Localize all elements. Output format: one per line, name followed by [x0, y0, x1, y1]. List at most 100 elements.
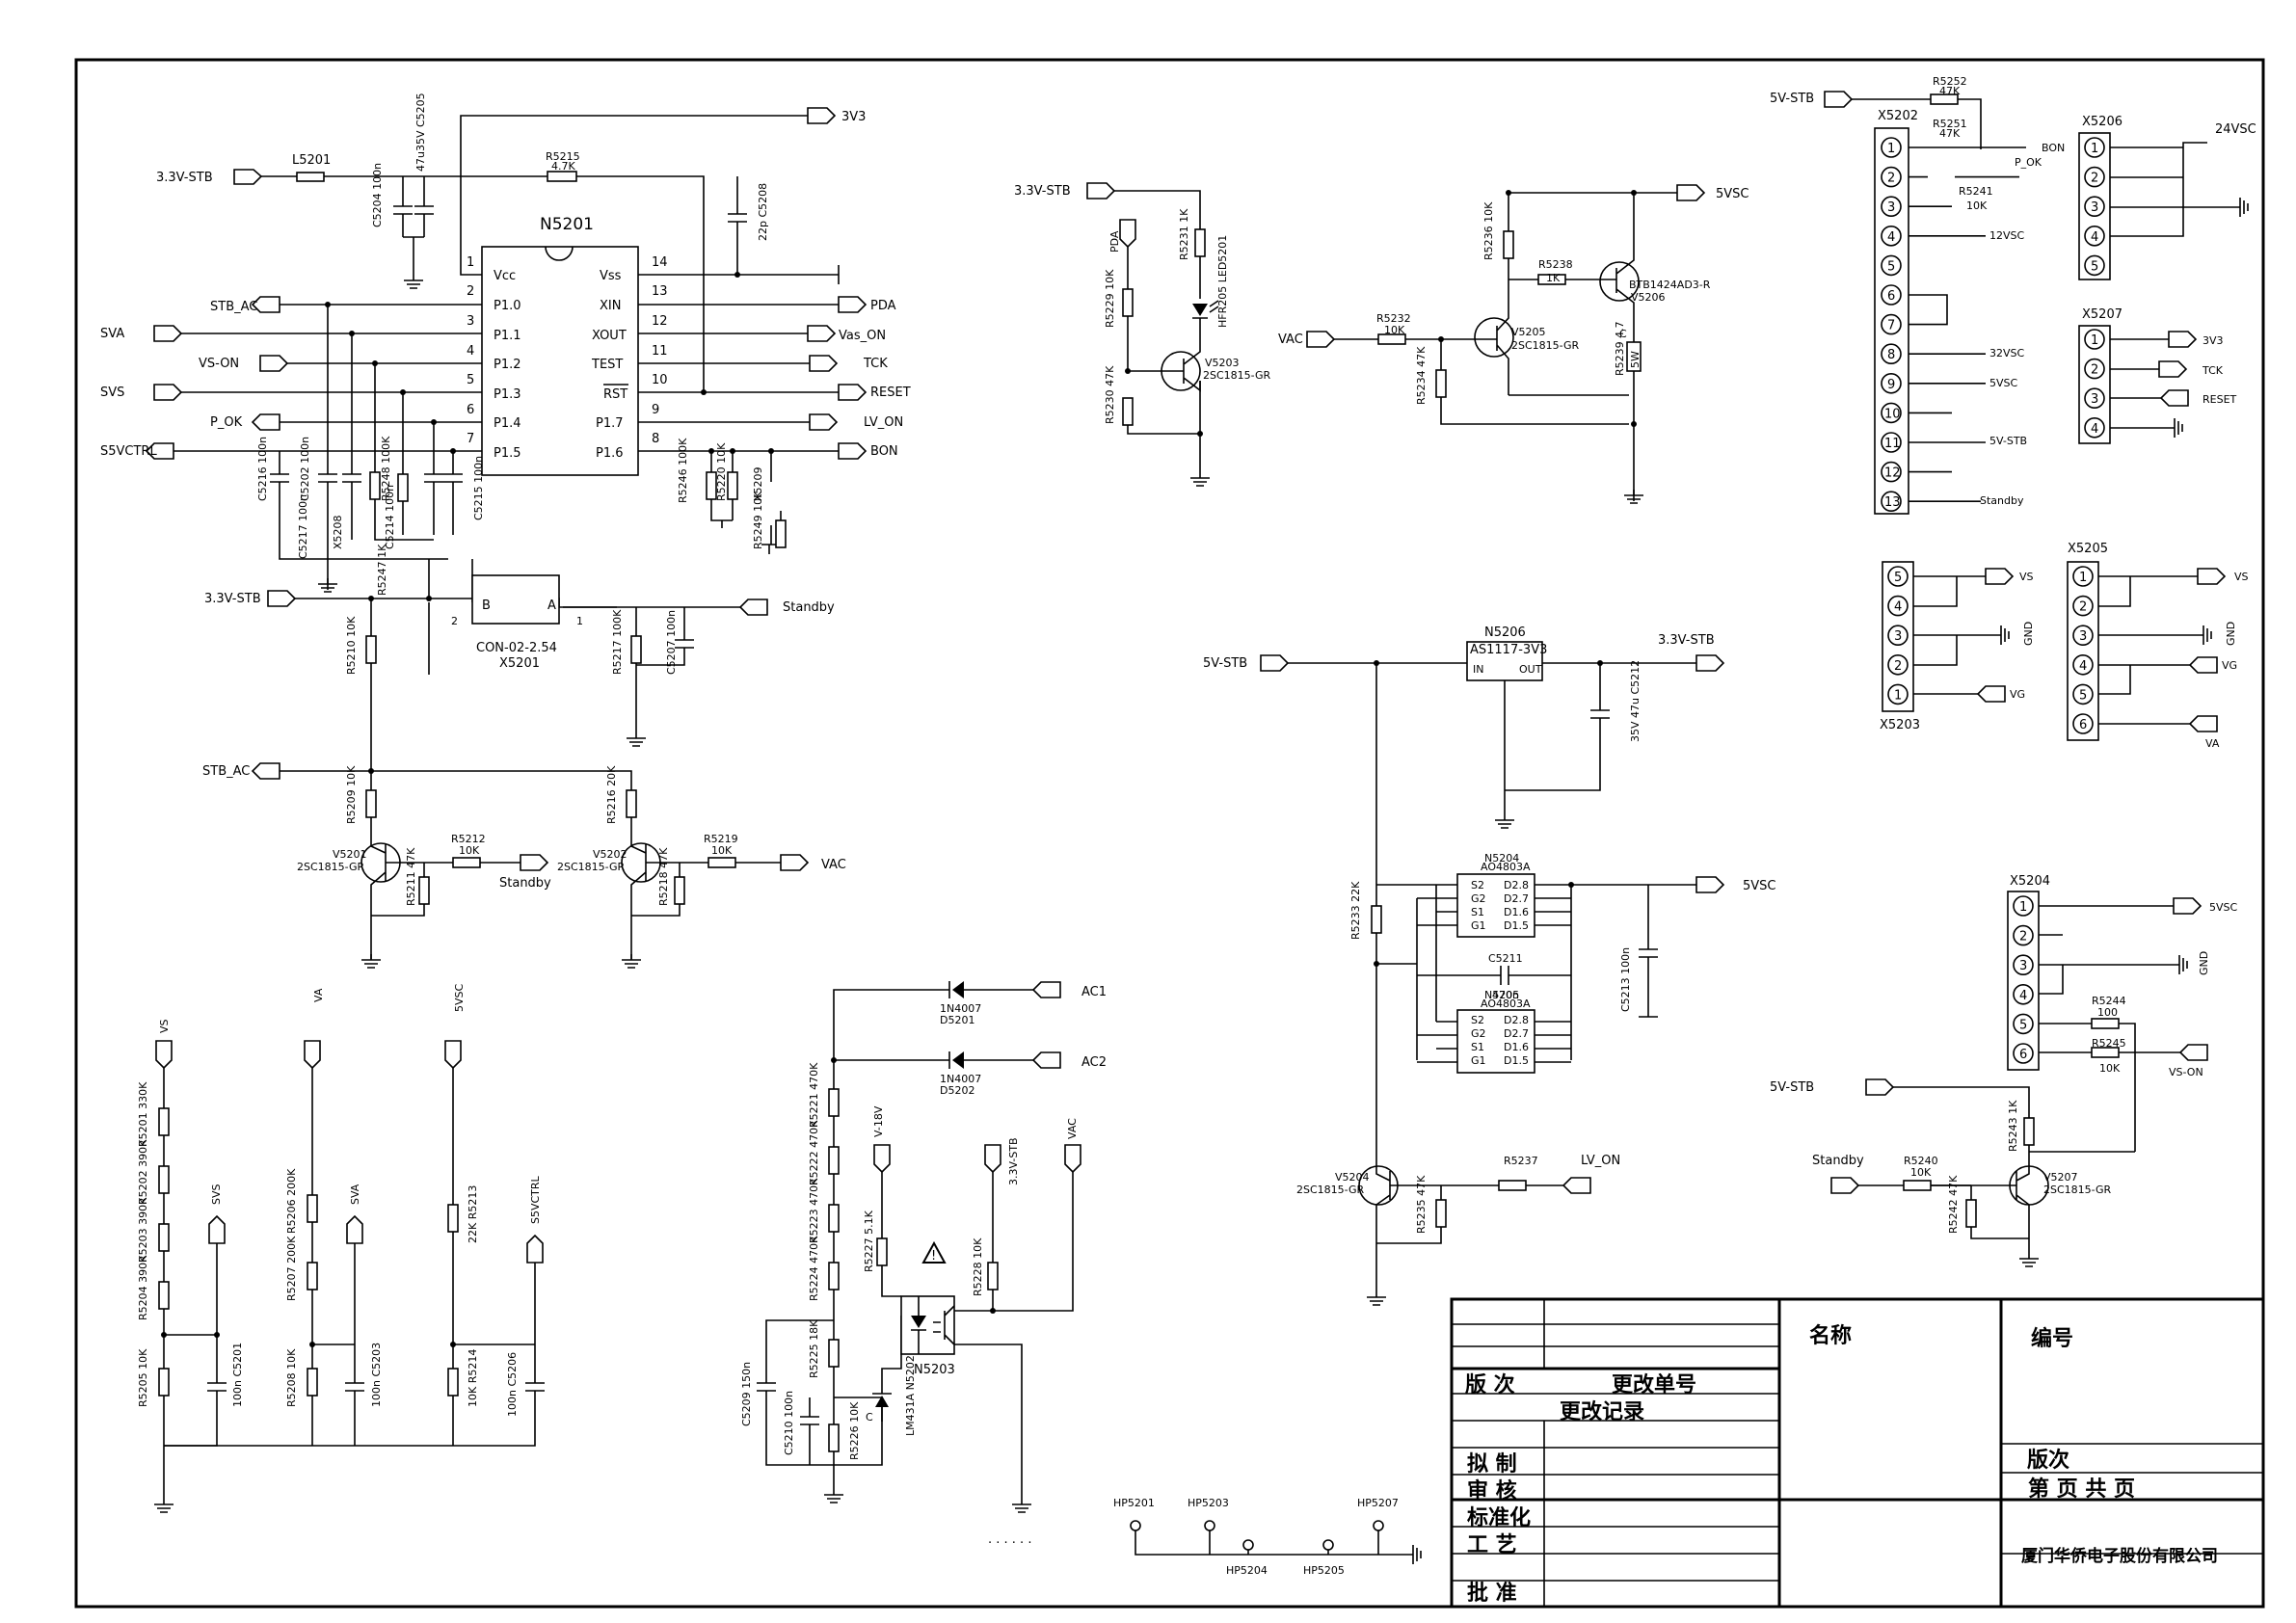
r5213-label: 22K R5213: [467, 1185, 479, 1243]
ldo-chip: [1466, 641, 1543, 681]
r5207-label: R5207 200K: [285, 1236, 298, 1301]
net-s5vctrl: S5VCTRL: [100, 444, 157, 459]
r5238-value: 1K: [1546, 272, 1561, 284]
tb-approve: 批 准: [1467, 1581, 1517, 1606]
v5202-part: 2SC1815-GR: [557, 861, 626, 873]
pin-num: 14: [652, 255, 668, 270]
x5202-label-standby: Standby: [1980, 494, 2024, 507]
c5211-value: 470n: [1492, 989, 1519, 1001]
c5202-label: C5202 100n: [299, 437, 311, 501]
tb-process: 工 艺: [1467, 1532, 1517, 1557]
net-tck: TCK: [863, 357, 888, 371]
connector-pin-number: 3: [2091, 392, 2098, 407]
rail-5vsc: 5VSC: [453, 983, 466, 1012]
tb-change-log: 更改记录: [1560, 1399, 1644, 1424]
connector-pin: [2084, 358, 2105, 380]
r5251-value: 47K: [1939, 127, 1961, 140]
r5234-label: R5234 47K: [1415, 346, 1428, 405]
ldo-pin-out: OUT: [1519, 663, 1542, 676]
mosfet-pin: S2: [1471, 1014, 1484, 1026]
r5249-label: R5249 10K: [752, 491, 764, 549]
divider-block: VS R5201 330K R5202 390K R5203 390K R520…: [137, 983, 545, 1513]
pin-p17: P1.7: [596, 416, 624, 431]
connector-pin-number: 1: [2091, 333, 2098, 348]
x5209-label: X5209: [752, 466, 764, 501]
tb-name: 名称: [1809, 1323, 1852, 1348]
x5205-name: X5205: [2068, 542, 2108, 556]
r5219-value: 10K: [711, 844, 733, 857]
connector-pin-number: 5: [2079, 688, 2087, 703]
connector-pin: [2072, 595, 2094, 617]
v5205-part: 2SC1815-GR: [1511, 339, 1580, 352]
mosfet-pin: D1.6: [1504, 1041, 1529, 1053]
connector-pin-number: 3: [1887, 200, 1895, 215]
c5206-label: 100n C5206: [506, 1352, 519, 1417]
connector-pin-number: 1: [2091, 142, 2098, 156]
connector-pin-number: 3: [1894, 629, 1902, 644]
tb-page: 第 页 共 页: [2028, 1477, 2135, 1502]
mosfet-pin: D2.8: [1504, 1014, 1529, 1026]
v5202-label: V5202: [593, 848, 627, 861]
connector-pin: [2013, 954, 2034, 976]
x5204-name: X5204: [2010, 874, 2050, 889]
r5201-label: R5201 330K: [137, 1081, 149, 1147]
x5202-label-12vsc: 12VSC: [1989, 229, 2025, 242]
pin-p10: P1.0: [494, 299, 521, 313]
r5246-label: R5246 100K: [677, 438, 689, 503]
x5202-label-32vsc: 32VSC: [1989, 347, 2025, 359]
con-pin-1: 1: [576, 615, 583, 627]
n5205-name: N5205: [1484, 989, 1519, 1001]
connector-pin: [1881, 372, 1902, 394]
connector-pin-number: 5: [2091, 259, 2098, 274]
x5205-vs: VS: [2234, 571, 2249, 583]
connector-pin-number: 2: [1894, 659, 1902, 674]
r5241-value: 10K: [1966, 200, 1988, 212]
r5204-label: R5204 390K: [137, 1255, 149, 1320]
net-5v-stb-ldo: 5V-STB: [1203, 656, 1247, 671]
mosfet-block: R5233 22K N5204 AO4803A S2 G2 S1 G1 D2.8…: [1296, 663, 1776, 1306]
r5222-label: R5222 470K: [808, 1120, 820, 1185]
standby-block: 3.3V-STB B A 2 1 CON-02-2.54 X5201 Stand…: [202, 544, 846, 969]
r5240-label: R5240: [1904, 1155, 1938, 1167]
c5213-label: C5213 100n: [1619, 947, 1632, 1012]
con-pin-a: A: [547, 599, 556, 613]
mosfet-pin: G1: [1471, 919, 1486, 932]
n5202-label: LM431A N5202: [904, 1355, 917, 1436]
pin-num: 5: [467, 373, 474, 387]
net-p-ok: P_OK: [210, 415, 243, 430]
connector-pin-number: 3: [2091, 200, 2098, 215]
q-pnp-name: V5206: [1631, 291, 1666, 304]
out-svs: SVS: [210, 1184, 223, 1205]
c5205-label: 47u35V C5205: [414, 93, 427, 172]
x5206-name: X5206: [2082, 115, 2122, 129]
tb-version: 版 次: [1465, 1372, 1515, 1397]
pin-xout: XOUT: [592, 329, 627, 343]
r5244-label: R5244: [2092, 995, 2126, 1007]
r5228-label: R5228 10K: [972, 1237, 984, 1296]
n5205-chip: [1456, 1009, 1535, 1074]
net-5vsc-top: 5VSC: [1716, 187, 1749, 201]
x5202-connector: [1874, 127, 1909, 515]
net-vac-low: VAC: [821, 858, 846, 872]
ldo-pin-in: IN: [1473, 663, 1483, 676]
pin-p13: P1.3: [494, 387, 521, 402]
mosfet-pin: D1.6: [1504, 906, 1529, 918]
tb-number: 编号: [2031, 1326, 2073, 1351]
net-bon: BON: [870, 444, 898, 459]
mosfet-pin: D1.5: [1504, 919, 1529, 932]
r5215-value: 4.7K: [551, 160, 575, 173]
x5202-block: 5V-STB R5252 47K X5202 12345678910111213…: [1770, 75, 2065, 515]
net-5v-stb-x5202: 5V-STB: [1770, 92, 1814, 106]
n5204-chip: [1456, 873, 1535, 938]
pin-p11: P1.1: [494, 329, 521, 343]
drawing-border: [74, 58, 2265, 1609]
net-3v3-stb-ac: 3.3V-STB: [1007, 1137, 1020, 1185]
connector-pin-number: 8: [1887, 348, 1895, 362]
connector-pin-number: 2: [2079, 600, 2087, 615]
pin-num: 12: [652, 314, 668, 329]
out-sva: SVA: [349, 1184, 361, 1205]
pin-num: 7: [467, 432, 474, 446]
r5239-label: R5239 4.7: [1614, 321, 1626, 376]
c5211-label: C5211: [1488, 952, 1523, 965]
connector-pin-number: 3: [2079, 629, 2087, 644]
